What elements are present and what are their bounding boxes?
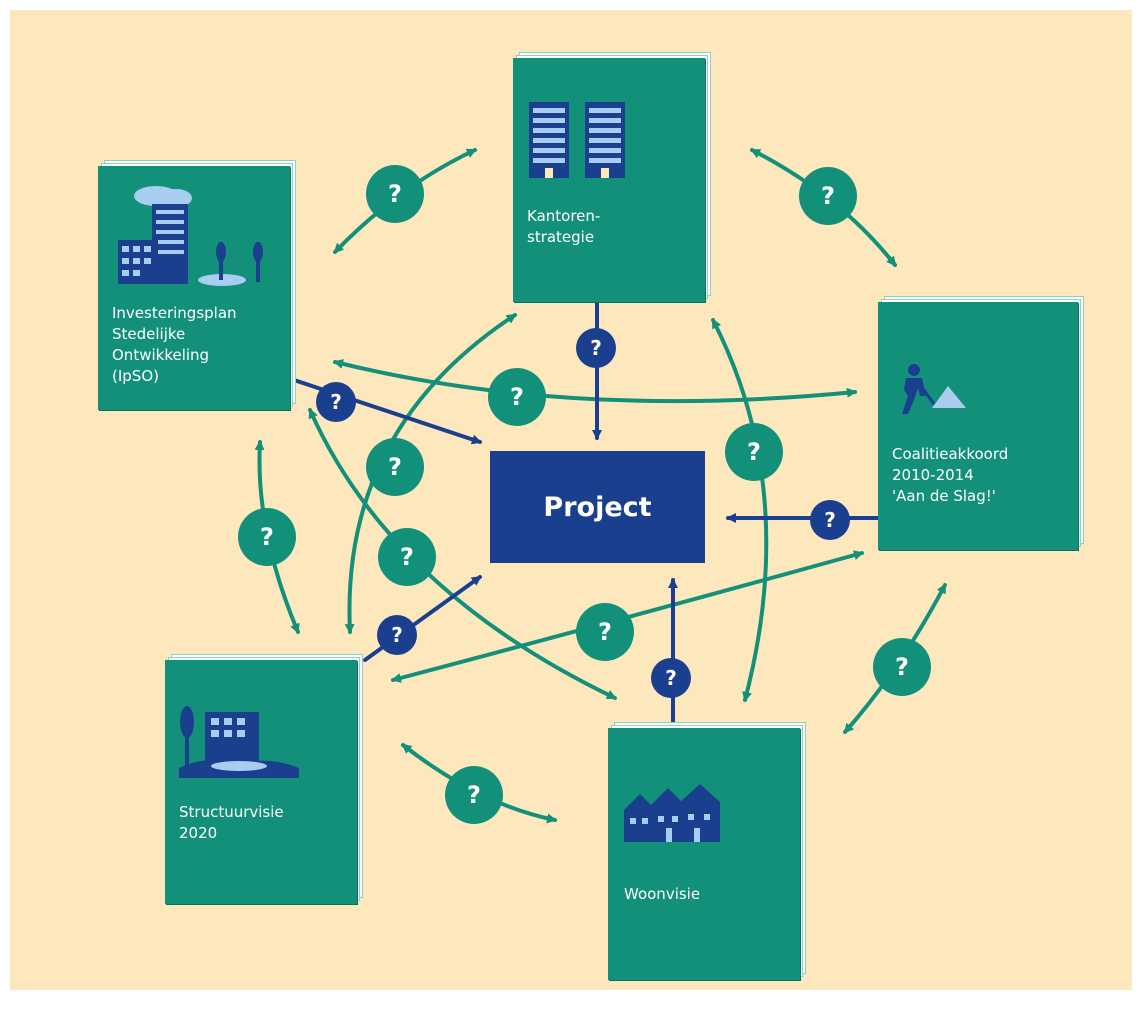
question-badge: ? (799, 167, 857, 225)
question-badge: ? (576, 603, 634, 661)
document-coalitieakkoord: Coalitieakkoord 2010-2014 'Aan de Slag!' (878, 296, 1084, 550)
question-badge: ? (725, 423, 783, 481)
question-badge: ? (378, 528, 436, 586)
project-label: Project (543, 491, 652, 523)
office-buildings-icon (529, 102, 639, 186)
document-kantorenstrategie: Kantoren- strategie (513, 52, 711, 302)
question-badge: ? (810, 500, 850, 540)
document-title: Structuurvisie 2020 (179, 803, 284, 842)
document-woonvisie: Woonvisie (608, 722, 806, 980)
document-title: Woonvisie (624, 885, 701, 903)
question-badge: ? (238, 508, 296, 566)
arrow-kantoren-woonvisie (711, 318, 769, 702)
question-badge: ? (366, 438, 424, 496)
city-skyline-icon (110, 180, 270, 294)
document-structuurvisie: Structuurvisie 2020 (165, 654, 363, 904)
document-title: Investeringsplan Stedelijke Ontwikkeling… (112, 304, 237, 385)
diagram-canvas: Kantoren- strategie Investeringsplan Ste… (10, 10, 1132, 990)
question-badge: ? (651, 658, 691, 698)
document-title: Coalitieakkoord 2010-2014 'Aan de Slag!' (892, 445, 1009, 505)
question-badge: ? (366, 165, 424, 223)
question-badge: ? (377, 615, 417, 655)
houses-icon (624, 784, 724, 848)
project-box: Project (490, 451, 705, 563)
worker-digging-icon (896, 364, 966, 418)
question-badge: ? (445, 766, 503, 824)
question-badge: ? (488, 368, 546, 426)
building-park-icon (179, 698, 299, 782)
document-title: Kantoren- strategie (527, 207, 601, 246)
document-ipso: Investeringsplan Stedelijke Ontwikkeling… (98, 160, 296, 410)
question-badge: ? (316, 382, 356, 422)
question-badge: ? (873, 638, 931, 696)
question-badge: ? (576, 328, 616, 368)
